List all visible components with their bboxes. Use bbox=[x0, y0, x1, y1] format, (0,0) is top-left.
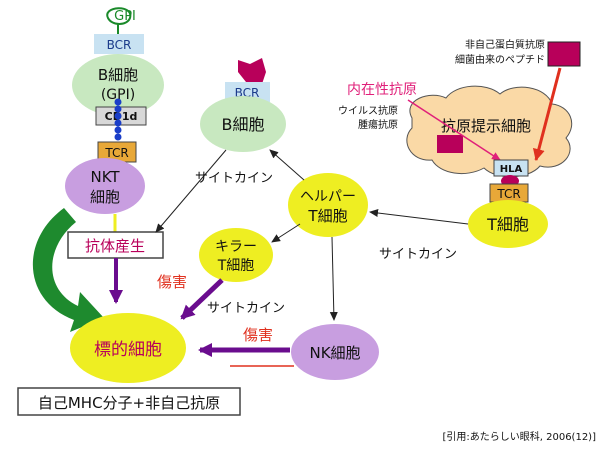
nkt-complex: GPI BCR B細胞 (GPI) CD1d TCR NKT 細胞 bbox=[65, 7, 164, 214]
gpi-label: GPI bbox=[114, 9, 136, 24]
cytokine-label-2: サイトカイン bbox=[379, 247, 457, 262]
bcell-to-antibody-arrow bbox=[155, 149, 227, 233]
hla-label: HLA bbox=[500, 164, 523, 175]
b-cell-gpi-line1: B細胞 bbox=[98, 66, 138, 84]
b-cell-middle-label: B細胞 bbox=[222, 115, 265, 134]
intrinsic-antigen-label: 内在性抗原 bbox=[347, 82, 417, 98]
bcr-box-left-label: BCR bbox=[107, 38, 132, 52]
nkt-cell-line2: 細胞 bbox=[90, 188, 120, 206]
helper-to-bcell-arrow bbox=[269, 149, 305, 181]
foreign-antigen-line1: 非自己蛋白質抗原 bbox=[465, 38, 545, 51]
antigen-chain-icon bbox=[114, 98, 122, 141]
apc-label: 抗原提示細胞 bbox=[441, 117, 531, 135]
big-green-arrow-icon bbox=[32, 208, 104, 332]
cytokine-label-3: サイトカイン bbox=[207, 301, 285, 316]
antigen-box-apc bbox=[437, 135, 463, 153]
nkt-cell bbox=[65, 158, 145, 214]
foreign-antigen-arrow bbox=[532, 67, 562, 161]
tcr-box-left-label: TCR bbox=[104, 146, 128, 160]
killer-t-line2: T細胞 bbox=[217, 258, 255, 274]
damage-label-1: 傷害 bbox=[157, 273, 187, 291]
target-cell-label: 標的細胞 bbox=[94, 340, 162, 360]
killer-to-target-arrow bbox=[180, 278, 224, 320]
nk-cell bbox=[291, 324, 379, 380]
helper-to-killer-arrow bbox=[271, 223, 301, 243]
antibody-production-label: 抗体産生 bbox=[85, 237, 145, 255]
nkt-cell-line1: NKT bbox=[90, 168, 120, 186]
t-cell-right bbox=[468, 200, 548, 248]
foreign-antigen-line2: 細菌由来のペプチド bbox=[455, 53, 545, 66]
foreign-antigen-box bbox=[547, 41, 581, 67]
apc-cell-shape bbox=[406, 85, 573, 178]
b-cell-middle bbox=[200, 96, 286, 152]
b-cell-gpi-line2: (GPI) bbox=[101, 87, 135, 103]
helper-t-cell bbox=[288, 173, 368, 237]
bcr-box-left bbox=[94, 34, 144, 54]
helper-to-nk-arrow bbox=[329, 236, 338, 321]
t-cell-right-label: T細胞 bbox=[486, 215, 529, 234]
cytokine-label-1: サイトカイン bbox=[195, 171, 273, 186]
tcell-to-helper-arrow bbox=[369, 209, 469, 225]
intrinsic-antigen-sub1: ウイルス抗原 bbox=[338, 104, 398, 117]
helper-t-line1: ヘルパー bbox=[300, 189, 356, 205]
killer-t-line1: キラー bbox=[215, 239, 257, 255]
killer-t-cell bbox=[199, 228, 273, 282]
mhc-label: 自己MHC分子+非自己抗原 bbox=[38, 394, 220, 412]
damage-label-2: 傷害 bbox=[243, 326, 273, 344]
citation: [引用:あたらしい眼科, 2006(12)] bbox=[442, 430, 596, 443]
antibody-production-box bbox=[67, 231, 164, 259]
intrinsic-antigen-arrow bbox=[407, 99, 501, 161]
target-cell bbox=[70, 313, 186, 383]
gpi-anchor-icon bbox=[106, 7, 132, 25]
b-cell-gpi bbox=[72, 54, 164, 116]
intrinsic-antigen-sub2: 腫瘍抗原 bbox=[358, 118, 398, 131]
tcr-box-right-label: TCR bbox=[496, 187, 520, 201]
antigen-icon-middle bbox=[238, 58, 266, 84]
nk-cell-label: NK細胞 bbox=[309, 344, 360, 362]
mhc-box bbox=[17, 387, 241, 416]
helper-t-line2: T細胞 bbox=[307, 207, 347, 225]
